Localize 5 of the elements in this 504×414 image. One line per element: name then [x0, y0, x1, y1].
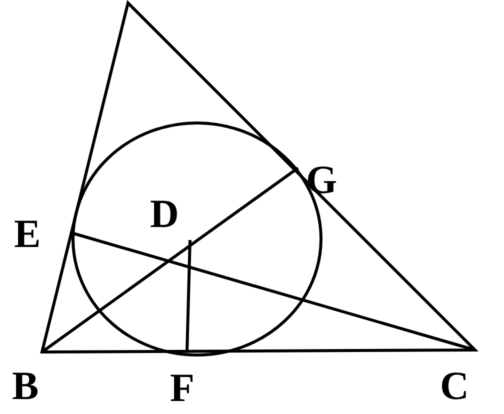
point-label: F — [170, 368, 194, 408]
point-label: D — [150, 194, 179, 234]
point-label: E — [14, 214, 41, 254]
point-label: C — [440, 366, 469, 406]
point-label: B — [12, 366, 39, 406]
